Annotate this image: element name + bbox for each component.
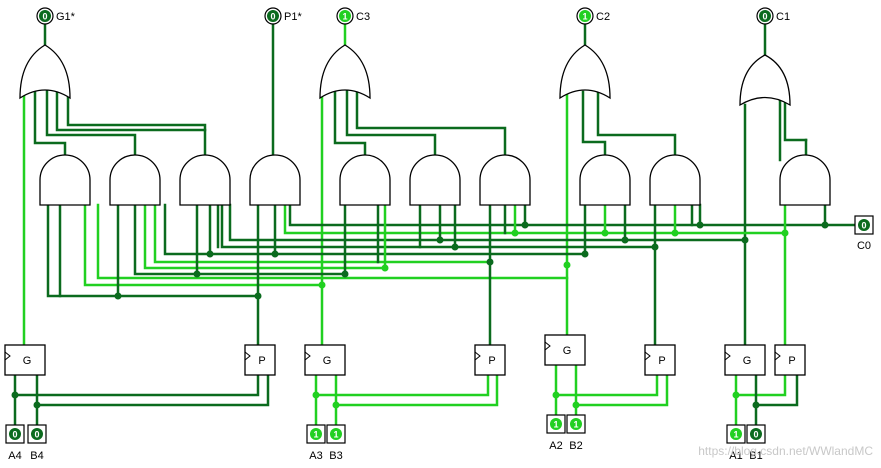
output-pin-c1[interactable]: 0	[756, 7, 774, 25]
output-pin-c3[interactable]: 1	[336, 7, 354, 25]
input-c0-label: C0	[857, 240, 871, 252]
p-block-1	[774, 344, 806, 376]
input-pin-b1[interactable]: 0	[746, 424, 766, 444]
or-gate-c1	[739, 54, 791, 107]
output-g1-label: G1*	[56, 11, 76, 23]
input-b3-value: 1	[333, 430, 338, 440]
g-block-2	[544, 334, 586, 366]
or-gate-c3	[319, 44, 371, 100]
input-pin-c0[interactable]: 0	[854, 215, 874, 235]
input-pin-b4[interactable]: 0	[27, 424, 47, 444]
and-gate-7	[479, 154, 531, 206]
input-pin-b2[interactable]: 1	[566, 414, 586, 434]
p-block-2-label: P	[658, 355, 665, 367]
input-pin-a1[interactable]: 1	[726, 424, 746, 444]
input-a2-value: 1	[553, 420, 558, 430]
output-c1-label: C1	[776, 11, 790, 23]
g-block-3	[304, 344, 346, 376]
and-gate-3	[179, 154, 231, 206]
watermark: https://blog.csdn.net/WWlandMC	[698, 444, 873, 458]
input-a4-label: A4	[8, 450, 21, 462]
input-b4-value: 0	[34, 430, 39, 440]
or-gate-c2	[559, 44, 611, 100]
input-pin-b3[interactable]: 1	[326, 424, 346, 444]
input-pin-a2[interactable]: 1	[546, 414, 566, 434]
output-c3-value: 1	[342, 12, 347, 22]
g-block-1-label: G	[743, 355, 752, 367]
input-a1-value: 1	[733, 430, 738, 440]
input-b4-label: B4	[30, 450, 43, 462]
input-b3-label: B3	[329, 450, 342, 462]
or-gate-g1	[19, 44, 71, 100]
output-c2-value: 1	[582, 12, 587, 22]
p-block-1-label: P	[788, 355, 795, 367]
input-pin-a4[interactable]: 0	[5, 424, 25, 444]
and-gate-5	[339, 154, 391, 206]
input-pin-a3[interactable]: 1	[306, 424, 326, 444]
and-gate-4	[249, 154, 301, 206]
and-gate-2	[109, 154, 161, 206]
output-pin-g1[interactable]: 0	[36, 7, 54, 25]
input-b2-label: B2	[569, 440, 582, 452]
output-pin-c2[interactable]: 1	[576, 7, 594, 25]
input-b2-value: 1	[573, 420, 578, 430]
output-c3-label: C3	[356, 11, 370, 23]
g-block-4	[4, 344, 46, 376]
p-block-4	[244, 344, 276, 376]
output-c2-label: C2	[596, 11, 610, 23]
g-block-1	[724, 344, 766, 376]
output-pin-p1[interactable]: 0	[264, 7, 282, 25]
input-b1-value: 0	[753, 430, 758, 440]
input-a3-value: 1	[313, 430, 318, 440]
input-a4-value: 0	[12, 430, 17, 440]
input-c0-value: 0	[861, 221, 866, 231]
output-p1-label: P1*	[284, 11, 302, 23]
input-a2-label: A2	[549, 440, 562, 452]
g-block-2-label: G	[563, 345, 572, 357]
input-b1-label: B1	[749, 450, 762, 462]
g-block-3-label: G	[323, 355, 332, 367]
output-p1-value: 0	[270, 12, 275, 22]
and-gate-1	[39, 154, 91, 206]
and-gate-10	[779, 154, 831, 206]
input-a3-label: A3	[309, 450, 322, 462]
p-block-2	[644, 344, 676, 376]
input-a1-label: A1	[729, 450, 742, 462]
and-gate-6	[409, 154, 461, 206]
and-gate-8	[579, 154, 631, 206]
g-block-4-label: G	[23, 355, 32, 367]
and-gate-9	[649, 154, 701, 206]
output-c1-value: 0	[762, 12, 767, 22]
p-block-3-label: P	[488, 355, 495, 367]
output-g1-value: 0	[42, 12, 47, 22]
p-block-4-label: P	[258, 355, 265, 367]
